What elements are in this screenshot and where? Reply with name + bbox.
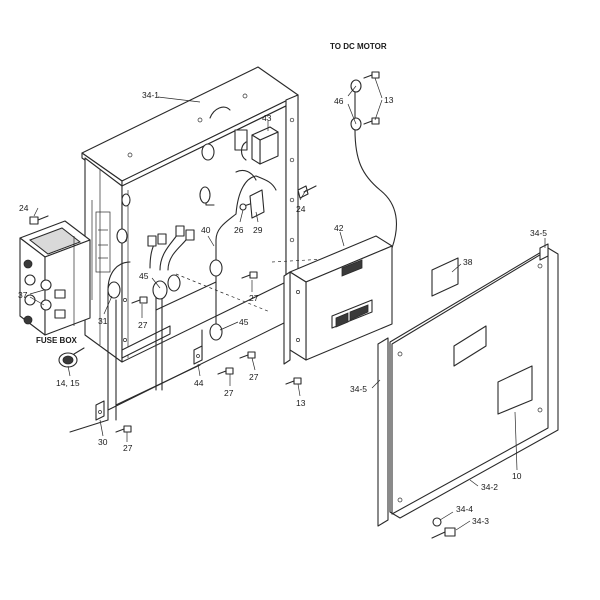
- label-45-upper: 45: [139, 271, 149, 281]
- switch-26-29: [235, 169, 277, 219]
- label-34-5-top: 34-5: [530, 228, 547, 238]
- controller-42: [283, 235, 393, 365]
- label-27-d: 27: [224, 388, 234, 398]
- fuse-box: [19, 220, 91, 336]
- label-10: 10: [512, 471, 522, 481]
- label-44: 44: [194, 378, 204, 388]
- terminal-30: [95, 400, 105, 421]
- label-31: 31: [98, 316, 108, 326]
- label-27-b: 27: [138, 320, 148, 330]
- label-46: 46: [334, 96, 344, 106]
- screw-24-left: [29, 215, 49, 225]
- label-34-5-left: 34-5: [350, 384, 367, 394]
- enclosure-34-1: [81, 66, 299, 363]
- label-fuse-box: FUSE BOX: [36, 336, 78, 345]
- label-40: 40: [201, 225, 211, 235]
- label-38: 38: [463, 257, 473, 267]
- label-27-a: 27: [249, 293, 259, 303]
- label-34-3: 34-3: [472, 516, 489, 526]
- label-26: 26: [234, 225, 244, 235]
- label-27-c: 27: [249, 372, 259, 382]
- label-24-left: 24: [19, 203, 29, 213]
- wire-clamps: [107, 79, 362, 341]
- label-24-right: 24: [296, 204, 306, 214]
- label-34-1: 34-1: [142, 90, 159, 100]
- leader-lines: [29, 77, 546, 531]
- label-to-dc-motor: TO DC MOTOR: [330, 42, 387, 51]
- fuse-holder-14-15: [58, 347, 85, 368]
- screw-24-right: [297, 185, 317, 199]
- callout-labels: TO DC MOTOR 34-1 43 46 13 24 24 26 29 40…: [18, 42, 547, 526]
- label-29: 29: [253, 225, 263, 235]
- label-42: 42: [334, 223, 344, 233]
- label-34-2: 34-2: [481, 482, 498, 492]
- label-27-e: 27: [123, 443, 133, 453]
- label-45-lower: 45: [239, 317, 249, 327]
- terminal-44: [193, 345, 203, 365]
- label-14-15: 14, 15: [56, 378, 80, 388]
- label-34-4: 34-4: [456, 504, 473, 514]
- relay-43: [240, 121, 279, 165]
- label-13-bottom: 13: [296, 398, 306, 408]
- cover-34-2: [377, 243, 559, 527]
- label-30: 30: [98, 437, 108, 447]
- label-37: 37: [18, 290, 28, 300]
- label-13-top: 13: [384, 95, 394, 105]
- screw-34-3-34-4: [431, 517, 456, 539]
- label-43: 43: [262, 113, 272, 123]
